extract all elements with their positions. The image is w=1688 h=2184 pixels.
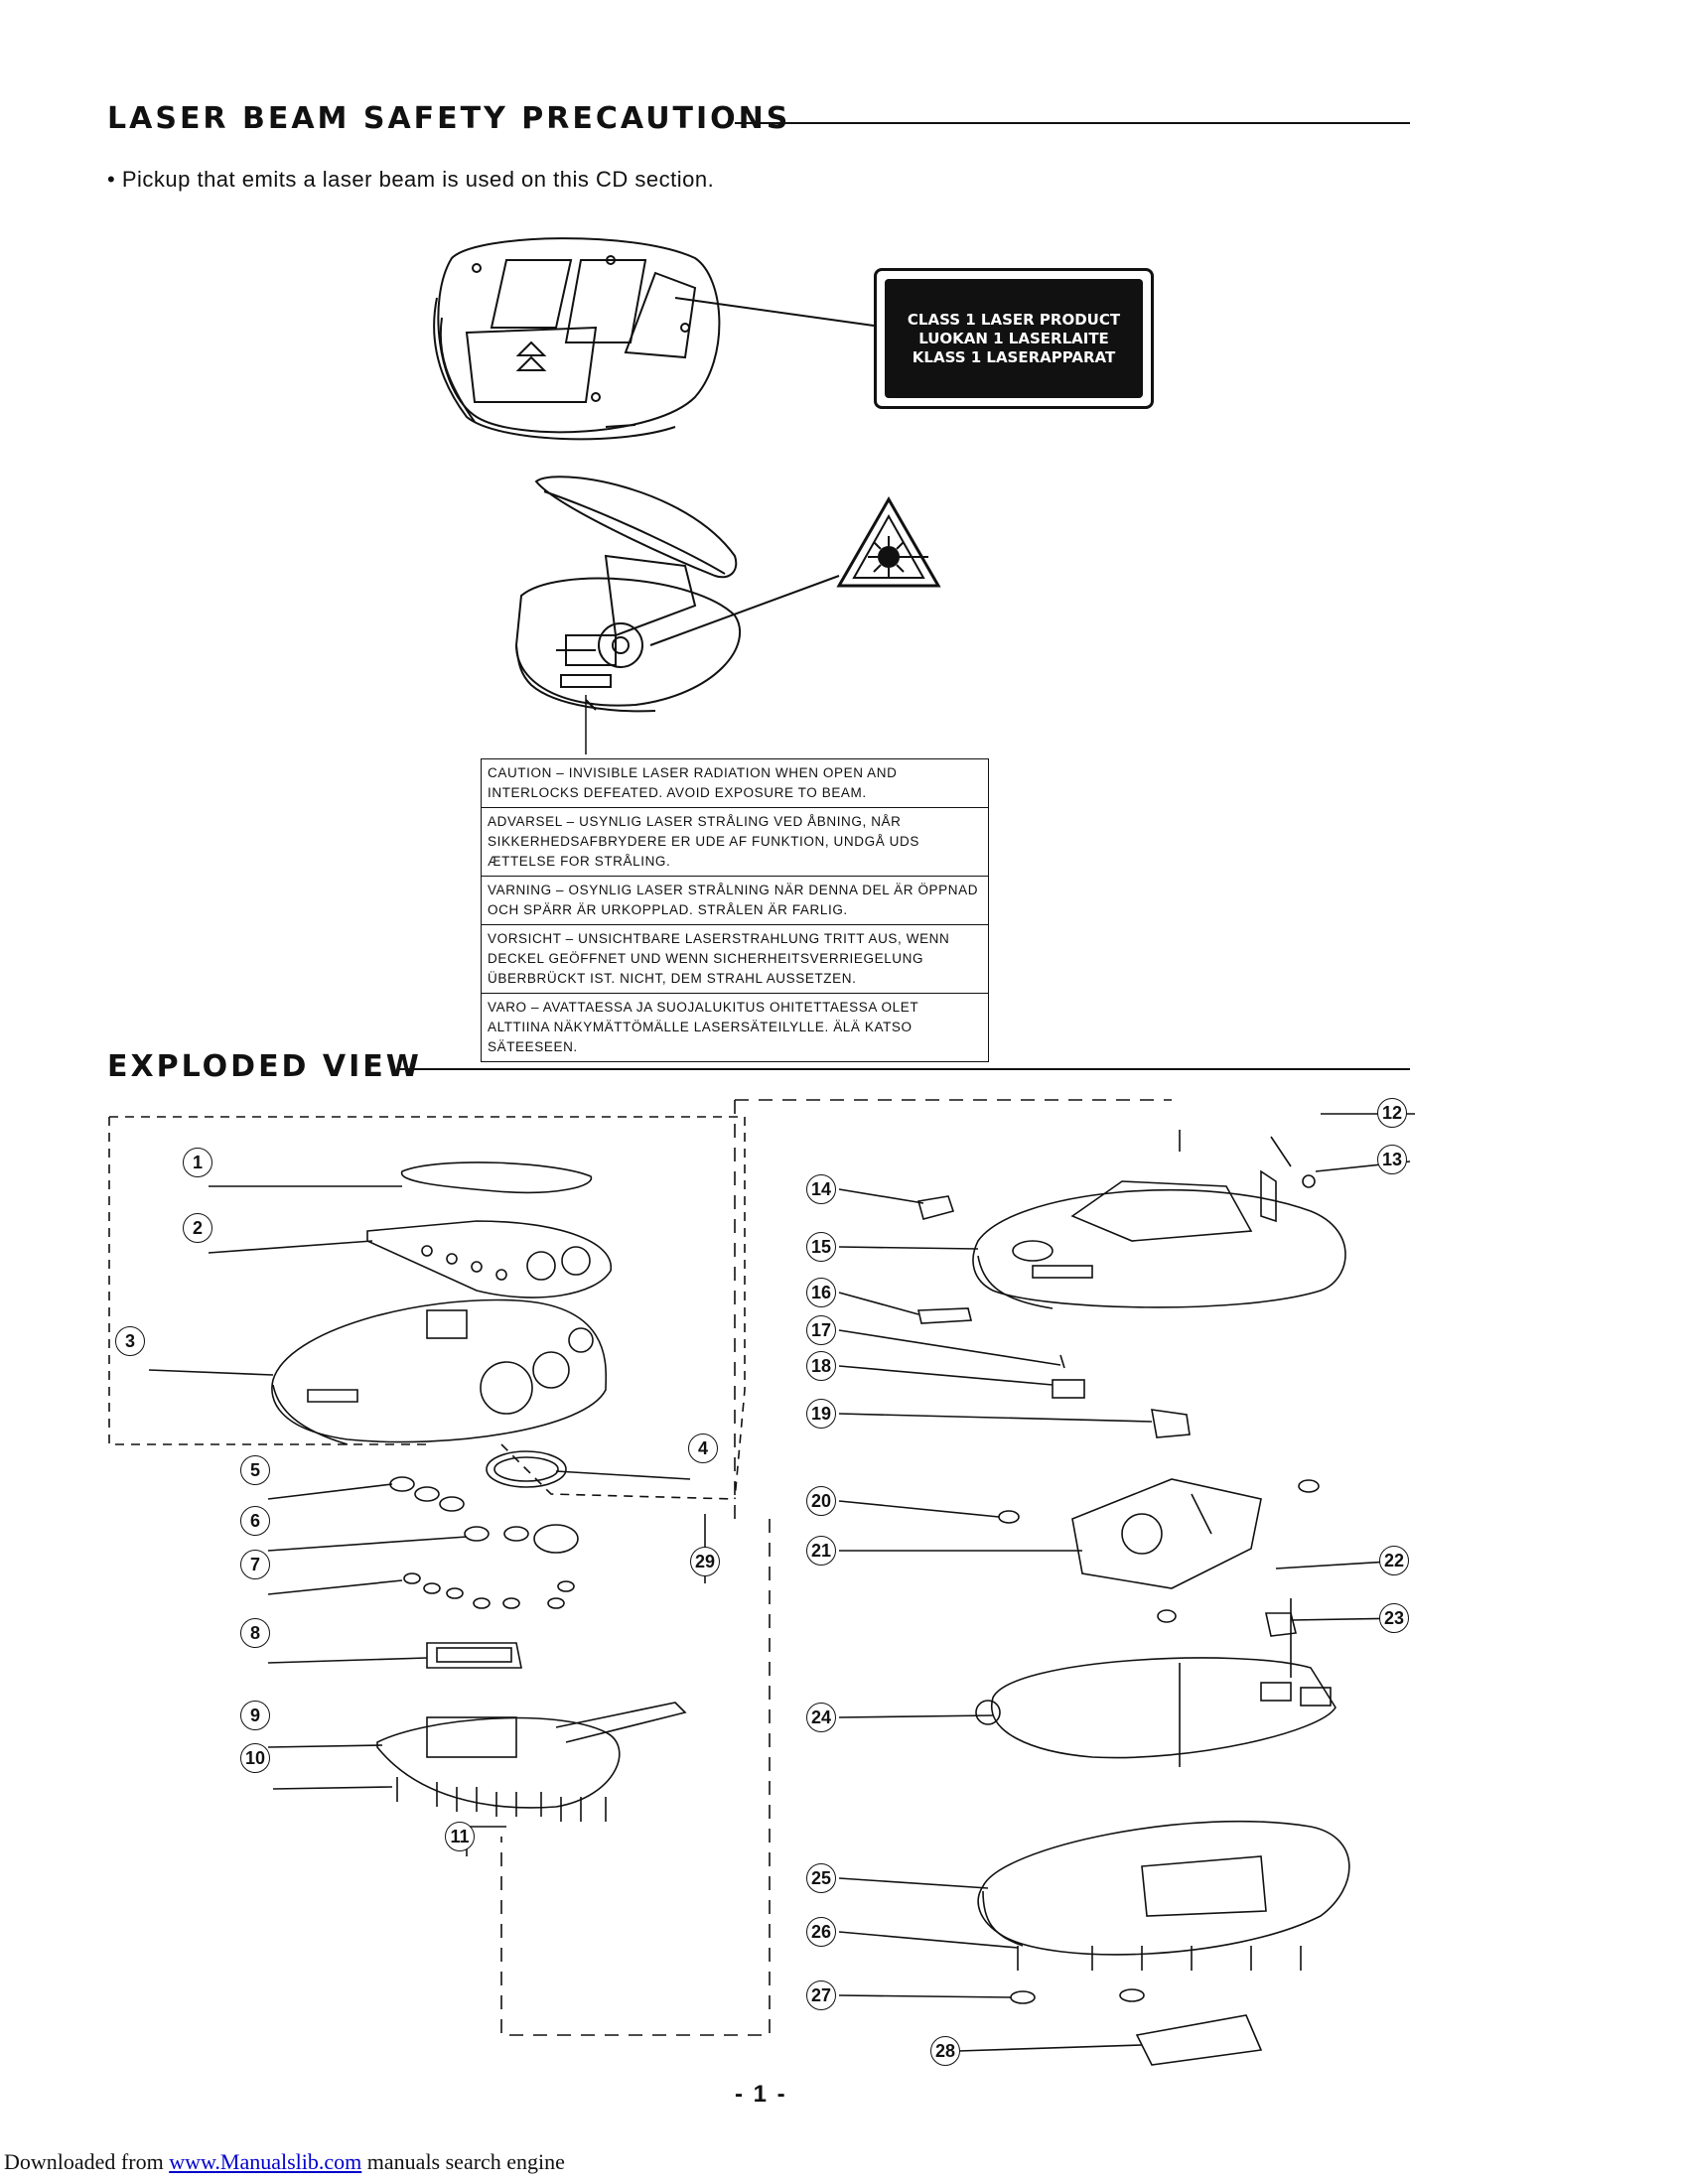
callout-28: 28: [930, 2036, 960, 2066]
laser-warning-icon: [836, 495, 941, 588]
callout-27: 27: [806, 1980, 836, 2010]
callout-12: 12: [1377, 1098, 1407, 1128]
caution-row-english: CAUTION – INVISIBLE LASER RADIATION WHEN…: [482, 759, 988, 808]
laser-class-line-1: CLASS 1 LASER PRODUCT: [907, 310, 1121, 329]
page-number: - 1 -: [735, 2081, 787, 2108]
callout-18: 18: [806, 1351, 836, 1381]
callout-4: 4: [688, 1433, 718, 1463]
footer-suffix: manuals search engine: [361, 2149, 565, 2174]
caution-row-danish: ADVARSEL – USYNLIG LASER STRÅLING VED ÅB…: [482, 808, 988, 877]
caution-label-box: CAUTION – INVISIBLE LASER RADIATION WHEN…: [481, 758, 989, 1062]
callout-1: 1: [183, 1148, 212, 1177]
download-footer: Downloaded from www.Manualslib.com manua…: [4, 2149, 565, 2175]
callout-13: 13: [1377, 1145, 1407, 1174]
callout-2: 2: [183, 1213, 212, 1243]
exploded-heading-rule: [399, 1068, 1410, 1070]
exploded-view-heading: EXPLODED VIEW: [107, 1049, 422, 1084]
callout-9: 9: [240, 1701, 270, 1730]
footer-prefix: Downloaded from: [4, 2149, 170, 2174]
callout-19: 19: [806, 1399, 836, 1429]
heading-rule: [735, 122, 1410, 124]
callout-29: 29: [690, 1547, 720, 1576]
caution-row-swedish: VARNING – OSYNLIG LASER STRÅLNING NÄR DE…: [482, 877, 988, 925]
callout-25: 25: [806, 1863, 836, 1893]
callout-7: 7: [240, 1550, 270, 1579]
player-open-illustration: [514, 476, 840, 713]
laser-class-label: CLASS 1 LASER PRODUCT LUOKAN 1 LASERLAIT…: [874, 268, 1154, 409]
callout-26: 26: [806, 1917, 836, 1947]
laser-intro-text: • Pickup that emits a laser beam is used…: [107, 167, 715, 192]
callout-6: 6: [240, 1506, 270, 1536]
caution-row-finnish: VARO – AVATTAESSA JA SUOJALUKITUS OHITET…: [488, 1000, 918, 1054]
manualslib-link[interactable]: www.Manualslib.com: [169, 2149, 362, 2174]
callout-22: 22: [1379, 1546, 1409, 1575]
laser-class-line-2: LUOKAN 1 LASERLAITE: [918, 329, 1109, 347]
player-bottom-illustration: [433, 237, 875, 441]
callout-14: 14: [806, 1174, 836, 1204]
laser-section-heading: LASER BEAM SAFETY PRECAUTIONS: [107, 101, 791, 136]
callout-8: 8: [240, 1618, 270, 1648]
callout-15: 15: [806, 1232, 836, 1262]
laser-class-line-3: KLASS 1 LASERAPPARAT: [912, 347, 1116, 366]
callout-10: 10: [240, 1743, 270, 1773]
callout-3: 3: [115, 1326, 145, 1356]
laser-class-label-text: CLASS 1 LASER PRODUCT LUOKAN 1 LASERLAIT…: [885, 279, 1143, 398]
callout-23: 23: [1379, 1603, 1409, 1633]
callout-24: 24: [806, 1703, 836, 1732]
callout-5: 5: [240, 1455, 270, 1485]
callout-17: 17: [806, 1315, 836, 1345]
callout-16: 16: [806, 1278, 836, 1307]
callout-11: 11: [445, 1822, 475, 1851]
callout-21: 21: [806, 1536, 836, 1566]
caution-row-german: VORSICHT – UNSICHTBARE LASERSTRAHLUNG TR…: [482, 925, 988, 994]
callout-20: 20: [806, 1486, 836, 1516]
